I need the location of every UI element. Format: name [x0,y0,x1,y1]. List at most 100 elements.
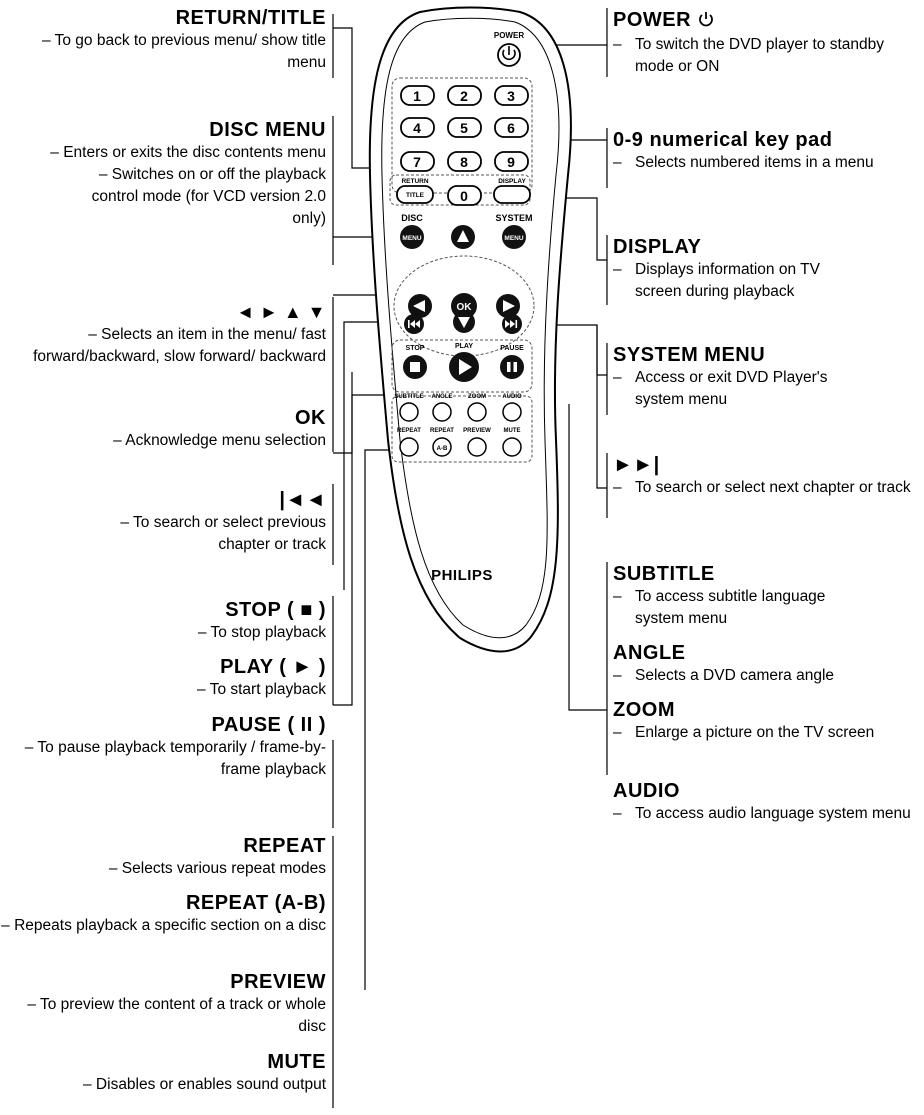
power-desc: To switch the DVD player to standby mode… [635,36,884,75]
key-8[interactable] [447,151,482,172]
system-menu-heading: SYSTEM MENU [613,344,766,366]
repeat-ab-heading: REPEAT (A-B) [185,892,326,914]
pause-icon [507,362,517,372]
system-menu-button[interactable] [502,225,526,249]
stop-icon [410,362,420,372]
pause-desc: – To pause playback temporarily / frame-… [24,739,326,778]
audio-heading: AUDIO [613,780,680,802]
keypad-desc: Selects numbered items in a menu [635,154,874,171]
repeat-button[interactable] [399,437,419,457]
power-icon [502,46,516,61]
audio-label: AUDIO [502,394,522,400]
ok-label: OK [457,302,473,313]
subtitle-desc: To access subtitle language system menu [635,588,826,627]
brand-logo: PHILIPS [431,567,493,584]
repeat-ab-label: REPEAT [430,428,454,434]
subtitle-heading: SUBTITLE [613,563,715,585]
repeat-ab-button[interactable] [432,437,452,457]
disc-menu-desc-2: – Switches on or off the playback contro… [91,166,326,227]
repeat-ab-desc: – Repeats playback a specific section on… [1,917,326,934]
repeat-label: REPEAT [397,428,421,434]
keypad-block: 0-9 numerical key pad –Selects numbered … [613,128,918,174]
key-8-label: 8 [460,154,468,170]
display-dash: – [613,261,622,278]
pause-button[interactable] [500,355,524,379]
up-arrow-icon [457,230,469,242]
zoom-dash: – [613,724,622,741]
prev-icon [408,320,420,328]
key-3[interactable] [494,85,529,106]
power-heading: POWER [613,8,918,34]
key-3-label: 3 [507,88,515,104]
subtitle-block: SUBTITLE –To access subtitle language sy… [613,562,918,630]
key-4[interactable] [400,117,435,138]
disc-menu-desc-1: – Enters or exits the disc contents menu [50,144,326,161]
subtitle-label: SUBTITLE [394,394,423,400]
display-desc: Displays information on TV screen during… [635,261,820,300]
audio-dash: – [613,805,622,822]
prev-block: |◄◄ – To search or select previous chapt… [0,488,326,556]
prev-heading: |◄◄ [279,489,326,511]
play-icon [459,359,472,375]
angle-button[interactable] [432,402,452,422]
key-5[interactable] [447,117,482,138]
key-0[interactable] [447,185,482,206]
angle-desc: Selects a DVD camera angle [635,667,835,684]
ok-block: OK – Acknowledge menu selection [0,406,326,452]
zoom-button[interactable] [467,402,487,422]
system-menu-desc: Access or exit DVD Player's system menu [635,369,828,408]
play-heading: PLAY ( ► ) [220,656,326,678]
preview-button[interactable] [467,437,487,457]
subtitle-dash: – [613,588,622,605]
title-button[interactable] [396,185,434,204]
key-9[interactable] [494,151,529,172]
title-label: TITLE [406,192,425,199]
system-menu-label: MENU [504,235,523,242]
key-7-label: 7 [413,154,421,170]
audio-desc: To access audio language system menu [635,805,911,822]
play-desc: – To start playback [197,681,326,698]
pause-label: PAUSE [500,345,524,352]
mute-label: MUTE [504,428,521,434]
mute-button[interactable] [502,437,522,457]
zoom-label: ZOOM [468,394,486,400]
ok-desc: – Acknowledge menu selection [113,432,326,449]
power-block: POWER –To switch the DVD player to stand… [613,8,918,78]
repeat-desc: – Selects various repeat modes [108,860,326,877]
angle-heading: ANGLE [613,642,686,664]
display-label: DISPLAY [498,178,526,185]
keypad-dash: – [613,154,622,171]
preview-heading: PREVIEW [230,971,326,993]
repeat-block: REPEAT – Selects various repeat modes [0,834,326,880]
play-block: PLAY ( ► ) – To start playback [0,655,326,701]
angle-label: ANGLE [432,394,453,400]
repeat-heading: REPEAT [243,835,326,857]
disc-menu-label: MENU [402,235,421,242]
disc-menu-button[interactable] [400,225,424,249]
key-2[interactable] [447,85,482,106]
preview-label: PREVIEW [463,428,491,434]
next-dash: – [613,479,622,496]
next-heading: ►►| [613,454,660,476]
zoom-heading: ZOOM [613,699,675,721]
display-button[interactable] [493,185,531,204]
system-label: SYSTEM [495,213,532,223]
key-6[interactable] [494,117,529,138]
prev-desc: – To search or select previous chapter o… [120,514,326,553]
key-1[interactable] [400,85,435,106]
ab-label: A-B [437,446,448,452]
disc-menu-heading: DISC MENU [209,119,326,141]
ok-button[interactable] [451,293,477,319]
arrows-heading: ◄ ► ▲ ▼ [236,302,326,322]
stop-label: STOP [406,345,425,352]
arrows-desc: – Selects an item in the menu/ fast forw… [33,326,326,365]
angle-block: ANGLE –Selects a DVD camera angle [613,641,918,687]
audio-button[interactable] [502,402,522,422]
keypad-heading: 0-9 numerical key pad [613,129,833,151]
next-desc: To search or select next chapter or trac… [635,479,911,496]
key-7[interactable] [400,151,435,172]
preview-block: PREVIEW – To preview the content of a tr… [0,970,326,1038]
angle-dash: – [613,667,622,684]
subtitle-button[interactable] [399,402,419,422]
play-label: PLAY [455,343,473,350]
